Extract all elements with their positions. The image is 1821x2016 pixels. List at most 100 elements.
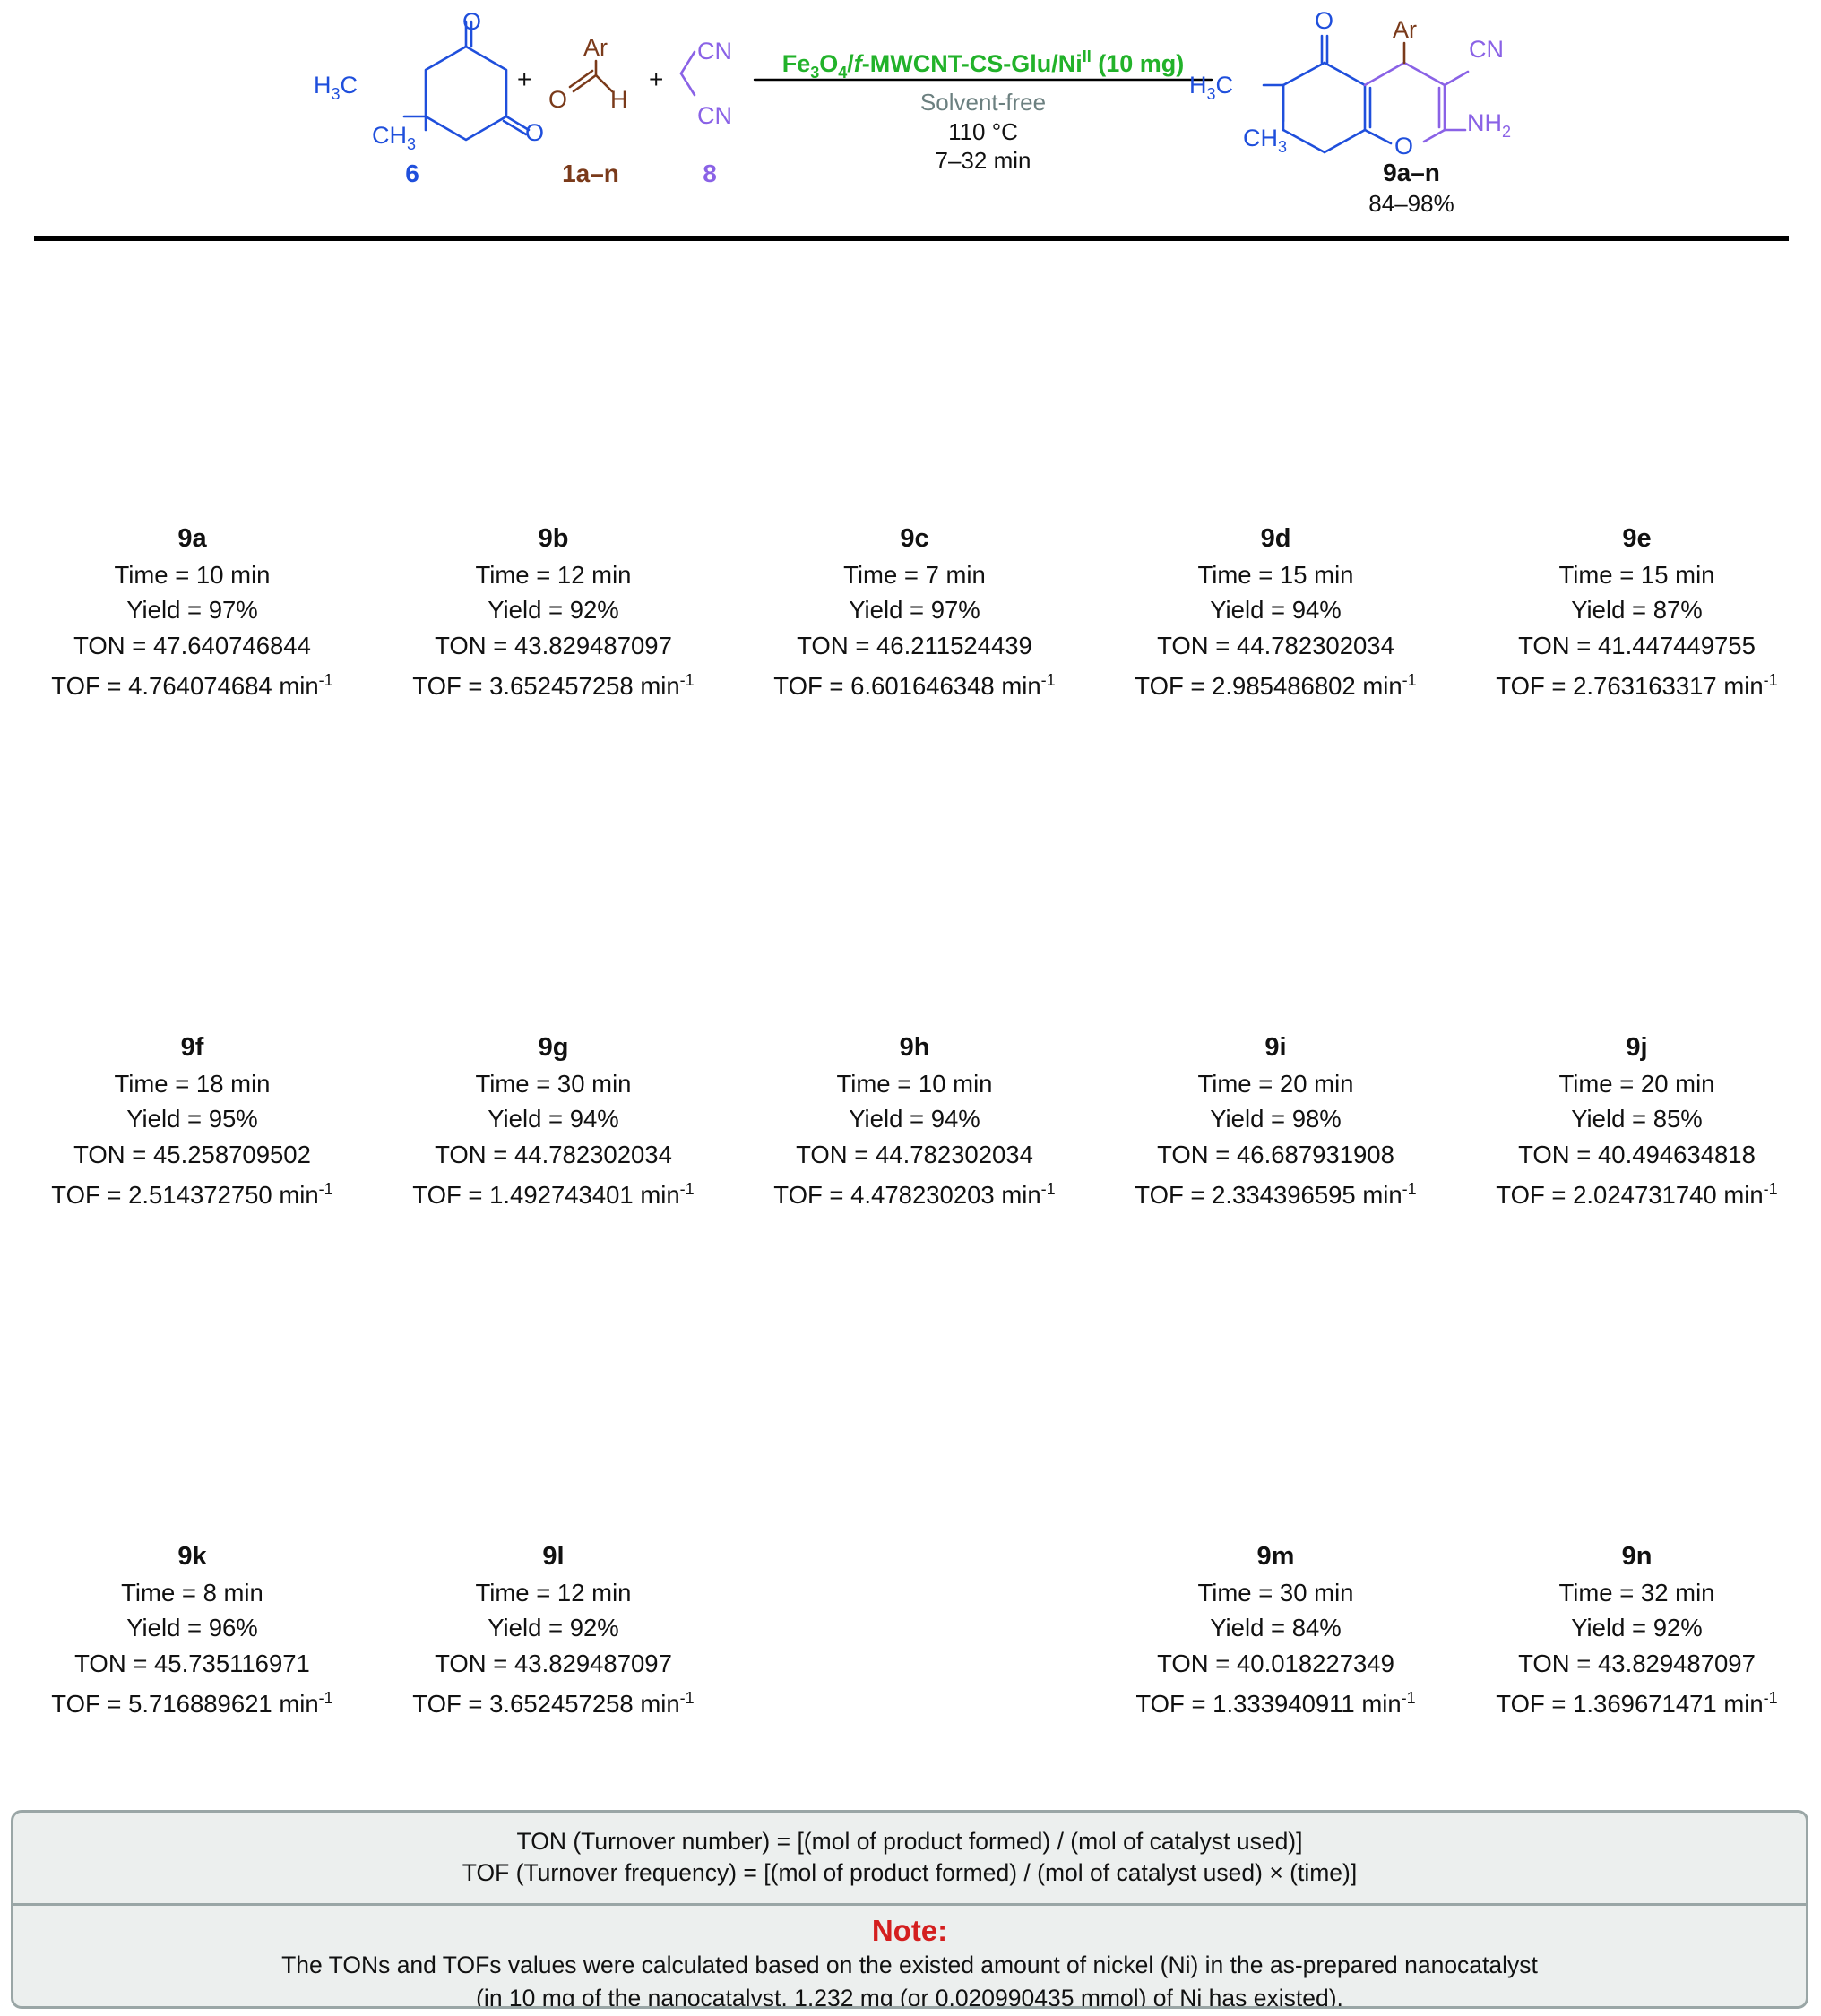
reaction-yield: Yield = 84% — [1210, 1614, 1342, 1641]
cl-label: Cl — [905, 513, 921, 514]
product-nh2: NH2 — [1467, 109, 1511, 141]
reaction-yield: Yield = 97% — [126, 596, 258, 624]
compound-structure: OOH3CCH3CNNH2OCH3OH — [1271, 1531, 1284, 1532]
compound-id: 9f — [180, 1033, 204, 1062]
compound-structure: OOH3CCH3CNNH2OCH3 — [372, 728, 735, 1023]
ton-value: TON = 45.258709502 — [73, 1140, 311, 1168]
tof-text: TOF = 2.334396595 min — [1135, 1181, 1402, 1210]
aryl-ring: Cl — [905, 513, 921, 514]
tof-text: TOF = 2.985486802 min — [1135, 672, 1402, 701]
malononitrile-structure — [679, 50, 696, 97]
reaction-yield: Yield = 94% — [1210, 596, 1342, 624]
aryl-ring: OCH3OH — [1271, 1531, 1284, 1532]
separator-rule — [34, 236, 1789, 241]
note-line-2: (in 10 mg of the nanocatalyst, 1.232 mg … — [476, 1985, 1343, 2009]
tof-value: TOF = 2.334396595 min-1 — [1094, 1172, 1457, 1213]
ton-value: TON = 44.782302034 — [796, 1140, 1033, 1168]
compound-id: 9g — [538, 1033, 569, 1062]
compound-id: 9a — [177, 524, 207, 553]
ton-value: TON = 47.640746844 — [73, 631, 311, 659]
tof-text: TOF = 3.652457258 min — [412, 672, 680, 701]
dimedone-o-right: O — [525, 119, 544, 146]
aryl-ring: ClCl — [183, 1530, 199, 1532]
reactant-6-label: 6 — [405, 159, 419, 187]
tof-value: TOF = 2.763163317 min-1 — [1455, 663, 1818, 704]
product-o: O — [1315, 7, 1333, 34]
ton-value: TON = 46.687931908 — [1157, 1140, 1394, 1168]
compound-structure: OOH3CCH3CNNH2ClNO2 — [544, 1530, 560, 1532]
no2-label: NO2 — [1257, 513, 1290, 514]
compound-structure: OOH3CCH3CNNH2NO2 — [11, 728, 374, 1023]
plus-sign: + — [517, 65, 531, 93]
reaction-yield: Yield = 85% — [1571, 1105, 1703, 1133]
tof-text: TOF = 2.024731740 min — [1496, 1181, 1764, 1210]
reaction-time: Time = 12 min — [475, 1578, 632, 1607]
compound-id: 9m — [1256, 1542, 1295, 1571]
compound-id: 9j — [1626, 1033, 1648, 1062]
tof-value: TOF = 3.652457258 min-1 — [372, 663, 735, 704]
compound-id: 9b — [538, 524, 569, 553]
ton-value: TON = 43.829487097 — [435, 631, 672, 659]
tof-exponent: -1 — [318, 1180, 333, 1198]
ton-value: TON = 44.782302034 — [435, 1140, 672, 1168]
tof-value: TOF = 1.333940911 min-1 — [1094, 1681, 1457, 1722]
cl-label: Cl — [183, 1530, 199, 1532]
tof-text: TOF = 2.514372750 min — [51, 1181, 319, 1210]
product-ch3: CH3 — [1243, 125, 1287, 156]
compound-id: 9k — [177, 1542, 207, 1571]
reaction-yield: Yield = 94% — [849, 1105, 980, 1133]
time-range-label: 7–32 min — [936, 147, 1031, 174]
tof-text: TOF = 4.764074684 min — [51, 672, 319, 701]
tof-text: TOF = 1.492743401 min — [412, 1181, 680, 1210]
tof-value: TOF = 5.716889621 min-1 — [11, 1681, 374, 1722]
reaction-yield: Yield = 96% — [126, 1614, 258, 1641]
reaction-time: Time = 30 min — [475, 1069, 632, 1098]
aryl-ring: ClNO2 — [544, 1530, 560, 1532]
product-o-ring: O — [1394, 133, 1413, 159]
tof-exponent: -1 — [679, 1689, 695, 1707]
yield-range-label: 84–98% — [1368, 190, 1454, 217]
compound-structure: OOH3CCH3CNNH2Br — [544, 513, 562, 514]
oh-label: OH — [1623, 513, 1649, 514]
compound-card: OOH3CCH3CNNH2OHOCH39nTime = 32 minYield … — [1455, 1262, 1818, 1763]
product-h3c: H3C — [1189, 72, 1233, 103]
nitrile-cn-bottom: CN — [697, 102, 732, 129]
reaction-scheme: O O H3C CH3 6 + + Ar O H 1a–n CN CN 8 Fe… — [314, 7, 1511, 217]
tof-text: TOF = 1.369671471 min — [1496, 1690, 1764, 1719]
tof-text: TOF = 5.716889621 min — [51, 1690, 319, 1719]
aldehyde-h: H — [610, 86, 628, 113]
tof-text: TOF = 4.478230203 min — [773, 1181, 1041, 1210]
aryl-ring: NO2 — [1257, 513, 1290, 514]
tof-value: TOF = 1.369671471 min-1 — [1455, 1681, 1818, 1722]
compound-structure: OOH3CCH3CNNH2Cl — [733, 728, 1096, 1023]
compound-id: 9e — [1622, 524, 1652, 553]
reaction-yield: Yield = 97% — [849, 596, 980, 624]
product-ar: Ar — [1393, 16, 1417, 43]
reaction-time: Time = 10 min — [114, 560, 271, 589]
aryl-ring: OHOCH3 — [1623, 1530, 1649, 1532]
tof-exponent: -1 — [1040, 1180, 1056, 1198]
tof-value: TOF = 4.764074684 min-1 — [11, 663, 374, 704]
product-label: 9a–n — [1383, 159, 1440, 186]
ton-value: TON = 46.211524439 — [797, 631, 1032, 659]
tof-exponent: -1 — [679, 671, 695, 689]
compound-structure: OOH3CCH3CNNH2OH — [1455, 728, 1818, 1023]
solvent-label: Solvent-free — [920, 89, 1046, 116]
